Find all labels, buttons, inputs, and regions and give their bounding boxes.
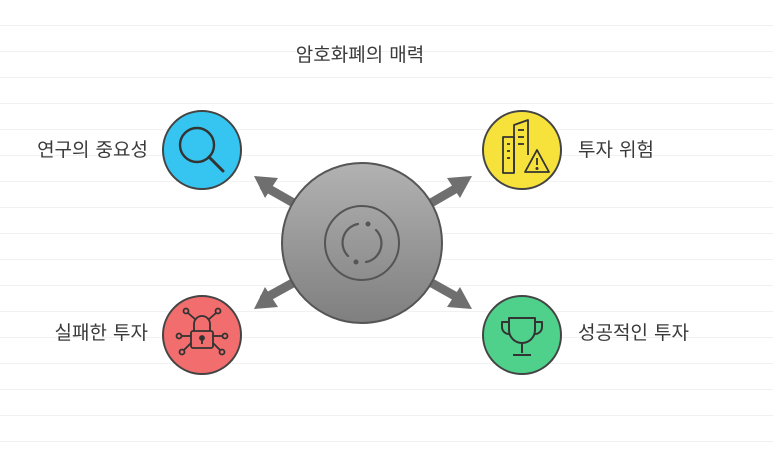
node-risk (482, 110, 562, 190)
building-warning-icon (502, 119, 550, 174)
node-success (482, 295, 562, 375)
trophy-icon (501, 317, 543, 356)
lock-circuit-icon (175, 307, 229, 356)
node-label-risk: 투자 위험 (578, 139, 654, 161)
node-failed (162, 295, 242, 375)
node-label-failed: 실패한 투자 (54, 322, 148, 344)
diagram-title: 암호화폐의 매력 (295, 44, 425, 66)
node-label-success: 성공적인 투자 (578, 322, 689, 344)
magnifier-icon (178, 126, 225, 173)
node-label-research: 연구의 중요성 (37, 139, 148, 161)
cycle-icon (324, 205, 400, 281)
node-research (162, 110, 242, 190)
center-node (281, 162, 443, 324)
